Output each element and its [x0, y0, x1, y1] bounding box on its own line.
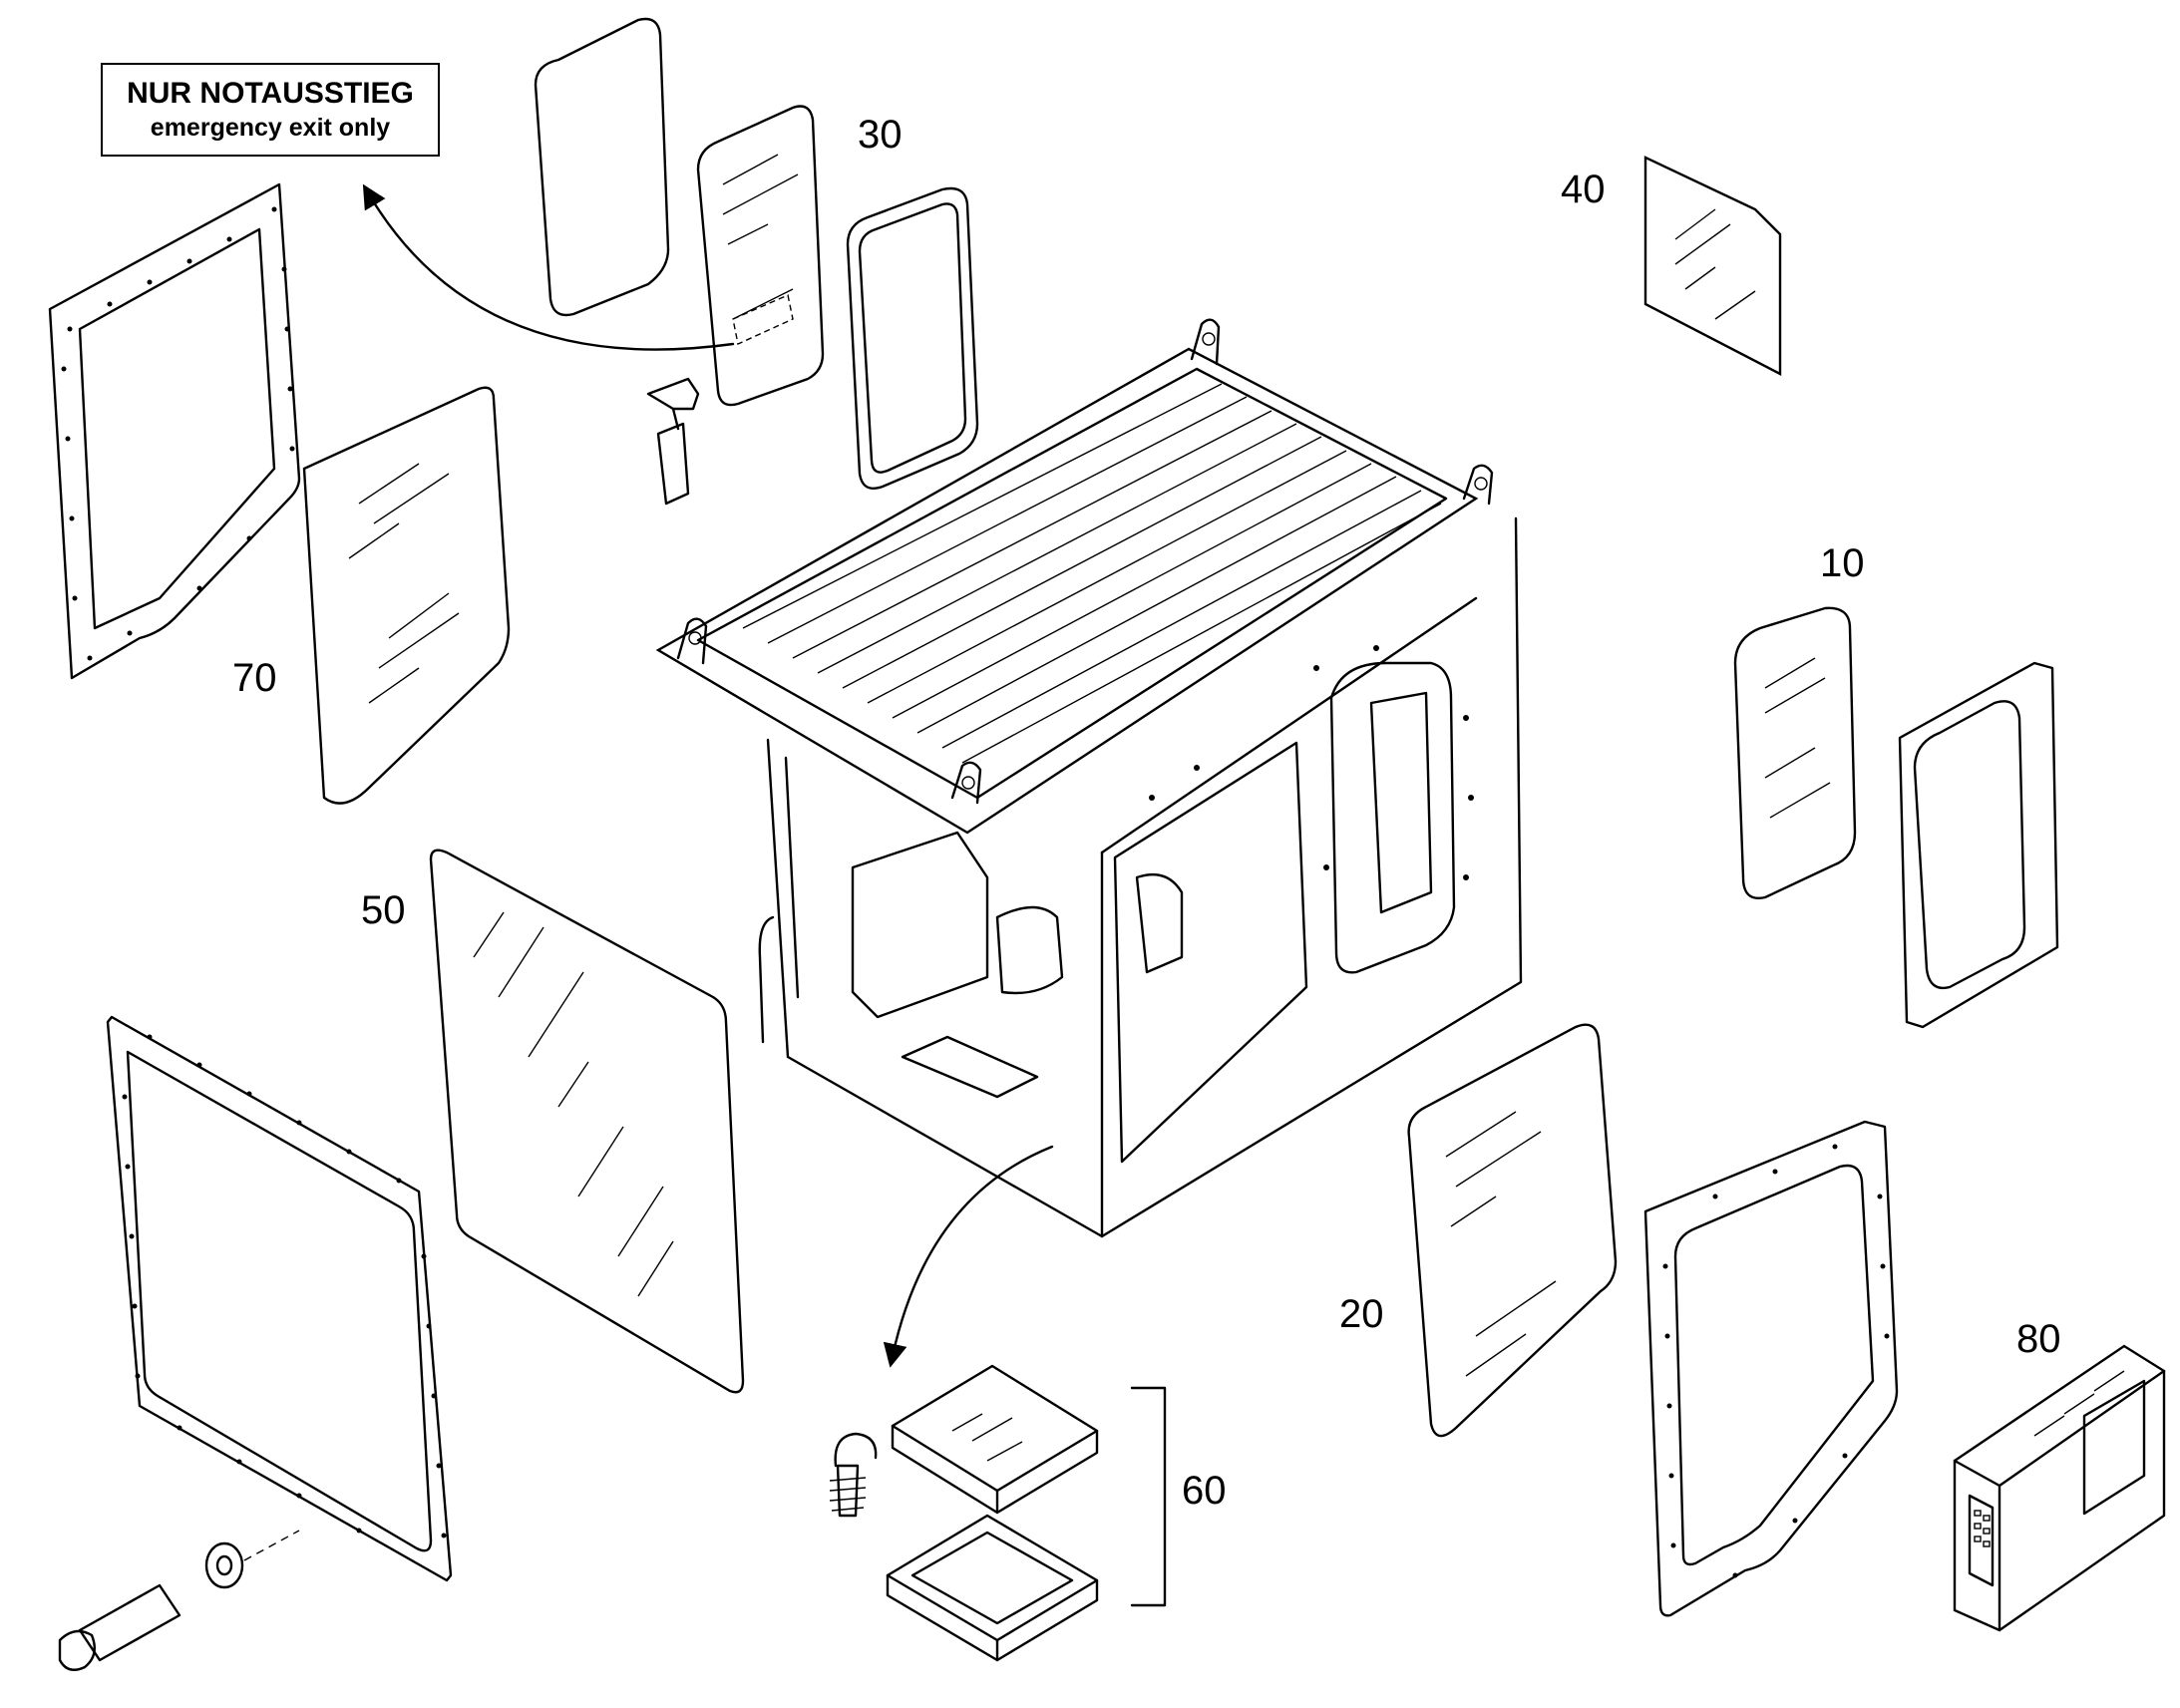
part-10-frame [1898, 661, 2059, 1029]
part-number-20: 20 [1339, 1292, 1384, 1336]
part-number-10: 10 [1820, 541, 1865, 585]
part-number-40: 40 [1561, 168, 1606, 211]
part-30-frame-upper [534, 17, 670, 317]
notice-line-english: emergency exit only [150, 114, 391, 142]
part-number-80: 80 [2016, 1317, 2061, 1361]
emergency-exit-arrow [362, 183, 735, 351]
part-10-glass [1733, 606, 1857, 899]
part-30-glass [696, 105, 825, 407]
filter-arrow [883, 1145, 1054, 1368]
part-70-glass [302, 386, 511, 805]
part-60-fastener [829, 1432, 878, 1518]
part-50-frame [106, 1015, 453, 1582]
part-80-control-unit [1953, 1344, 2166, 1632]
part-30-seal [846, 186, 979, 491]
part-20-frame [1643, 1120, 1899, 1617]
part-50-bolt [58, 1530, 300, 1671]
part-20-glass [1407, 1023, 1618, 1438]
part-number-30: 30 [858, 113, 903, 157]
part-number-70: 70 [232, 656, 277, 700]
part-70-gasket-frame [48, 182, 301, 680]
part-60-filter-frame [886, 1514, 1099, 1662]
part-number-60: 60 [1182, 1469, 1227, 1513]
part-60-filter-pad [891, 1364, 1099, 1515]
part-40-glass [1643, 156, 1782, 376]
part-number-50: 50 [361, 888, 406, 932]
part-30-latch [646, 377, 700, 506]
part-50-glass [429, 849, 745, 1394]
part-60-bracket [1130, 1386, 1167, 1607]
notice-line-german: NUR NOTAUSSTIEG [127, 77, 414, 110]
emergency-exit-notice: NUR NOTAUSSTIEG emergency exit only [101, 63, 440, 157]
cab-body [655, 318, 1523, 1238]
